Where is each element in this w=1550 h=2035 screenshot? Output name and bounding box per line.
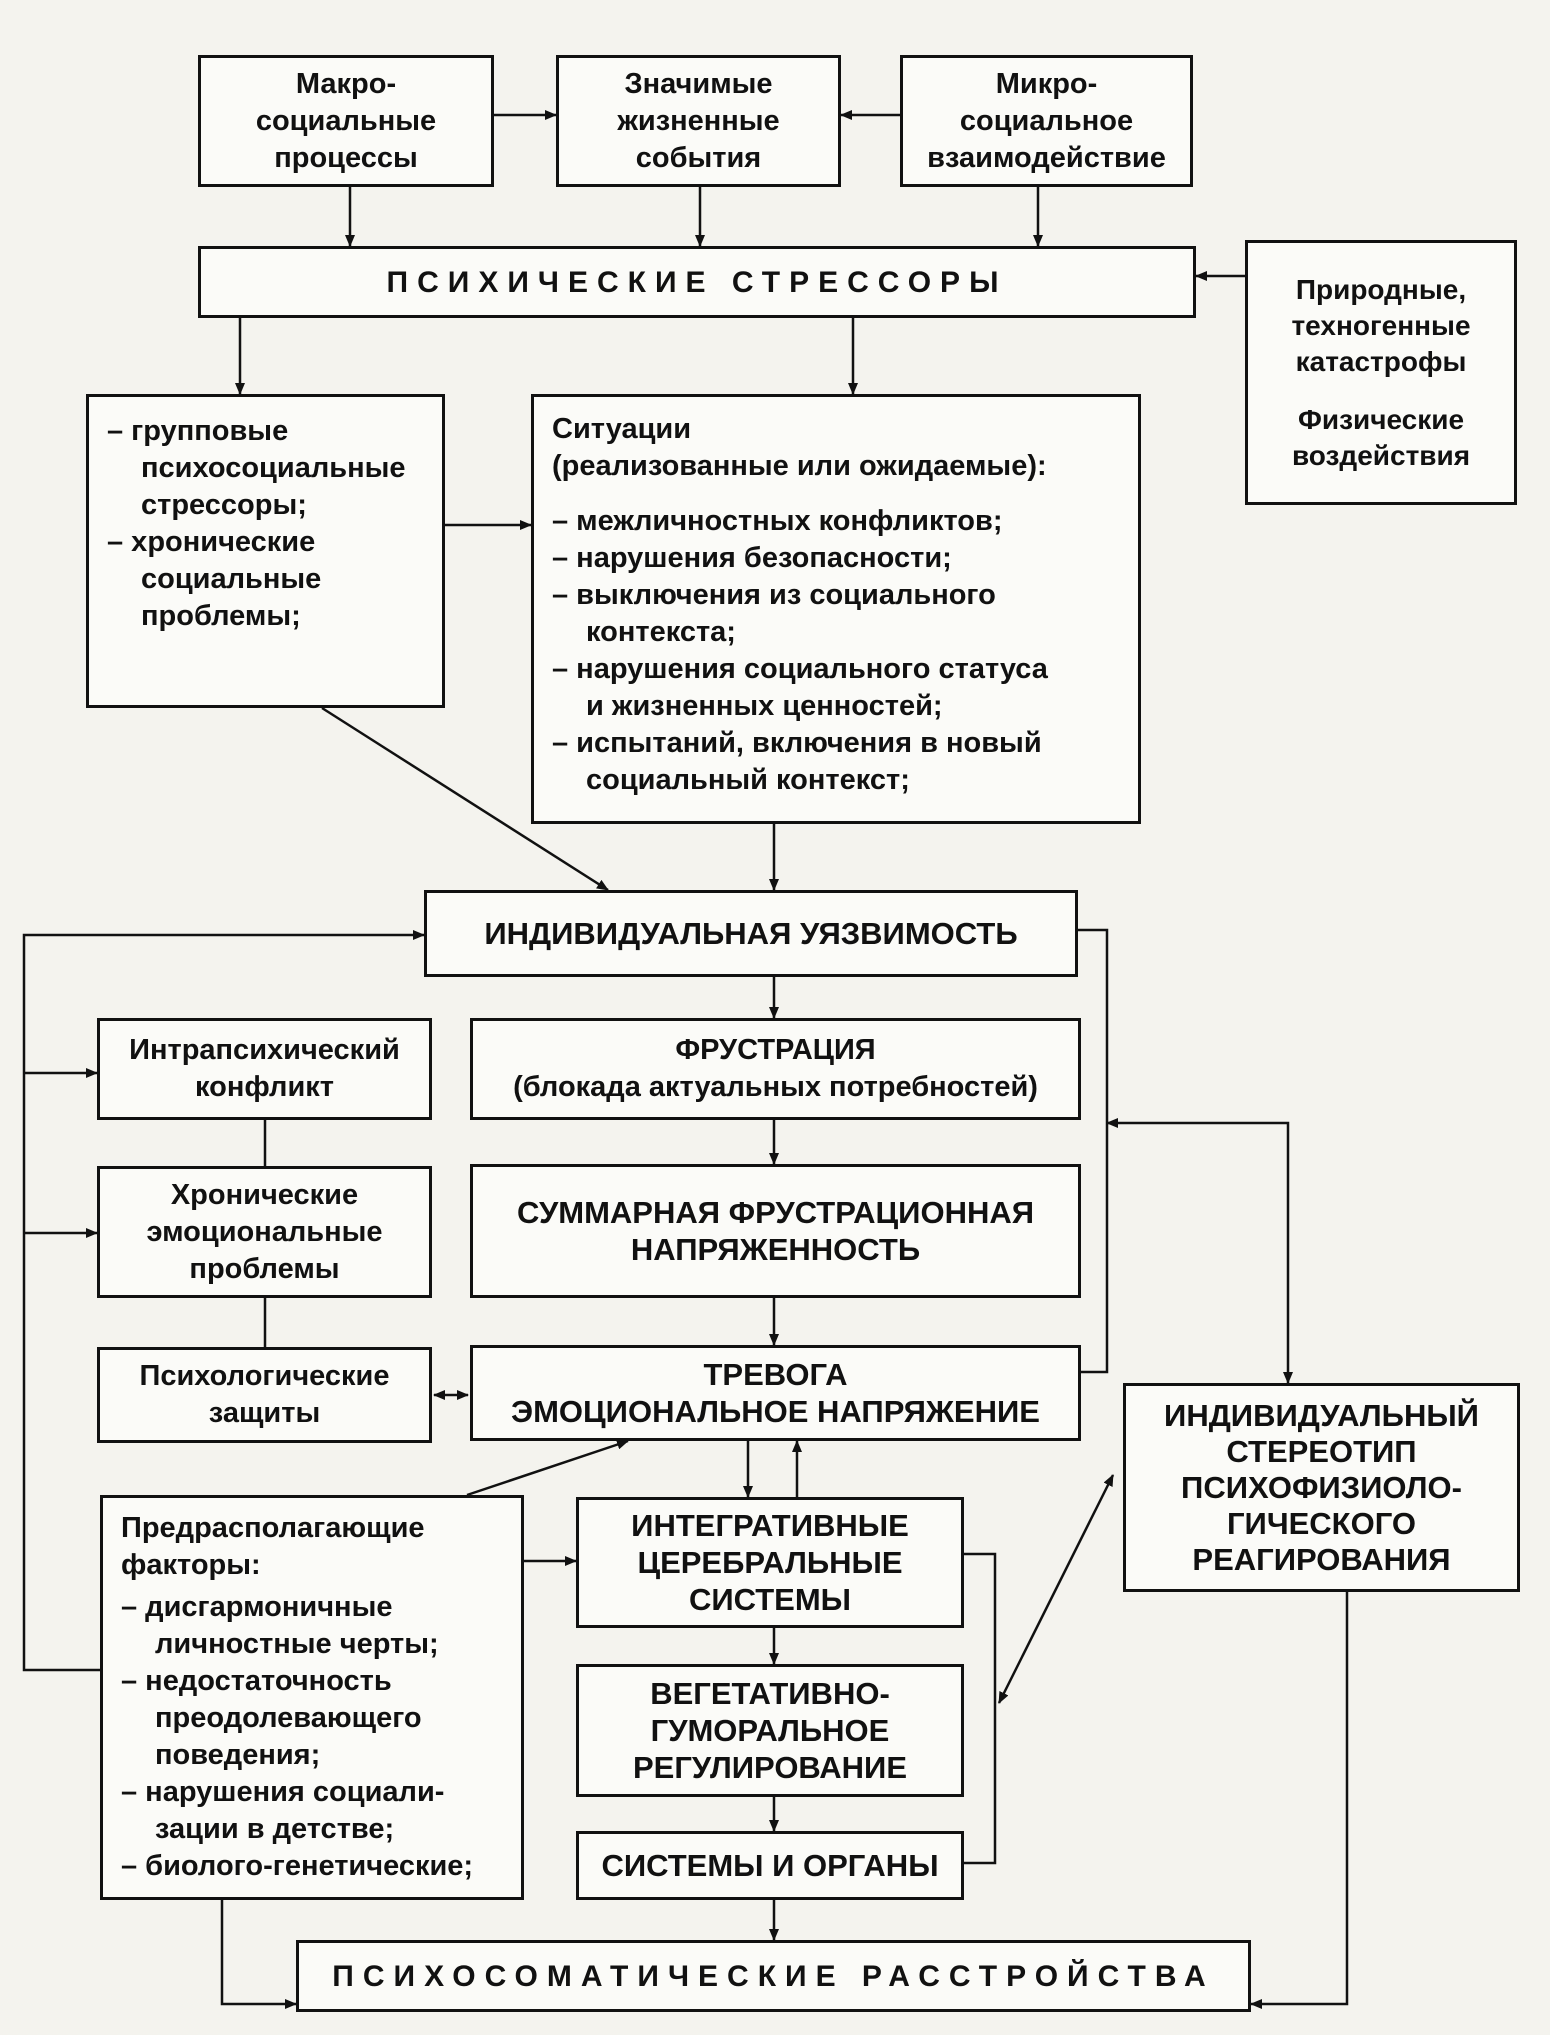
list-item: – нарушения безопасности; [552, 542, 952, 574]
group-stressors-box: – групповые психосоциальные стрессоры; –… [86, 394, 445, 708]
list-item: и жизненных ценностей; [586, 690, 943, 722]
natural-disasters-box: Природные, техногенные катастрофы Физиче… [1245, 240, 1517, 505]
box-line: техногенные [1291, 309, 1471, 341]
integrative-cerebral-systems-box: ИНТЕГРАТИВНЫЕ ЦЕРЕБРАЛЬНЫЕ СИСТЕМЫ [576, 1497, 964, 1628]
box-line: ГУМОРАЛЬНОЕ [650, 1713, 890, 1748]
box-line: ПСИХОФИЗИОЛО- [1181, 1469, 1462, 1505]
box-line: СУММАРНАЯ ФРУСТРАЦИОННАЯ [516, 1195, 1035, 1230]
box-line: ПСИХОСОМАТИЧЕСКИЕ РАССТРОЙСТВА [332, 1959, 1215, 1993]
box-line: ИНДИВИДУАЛЬНАЯ УЯЗВИМОСТЬ [484, 916, 1018, 951]
list-item: – межличностных конфликтов; [552, 505, 1003, 537]
psychological-defenses-box: Психологические защиты [97, 1347, 432, 1443]
box-line: ВЕГЕТАТИВНО- [650, 1676, 890, 1711]
predisposing-factors-box: Предрасполагающие факторы: – дисгармонич… [100, 1495, 524, 1900]
list-item: – биолого-генетические; [121, 1850, 474, 1882]
list-item: стрессоры; [141, 489, 307, 521]
box-line: Природные, [1295, 273, 1467, 305]
box-line: эмоциональные [146, 1215, 383, 1248]
psychic-stressors-box: ПСИХИЧЕСКИЕ СТРЕССОРЫ [198, 246, 1196, 318]
systems-and-organs-box: СИСТЕМЫ И ОРГАНЫ [576, 1831, 964, 1900]
box-line: защиты [208, 1397, 321, 1429]
box-line: РЕАГИРОВАНИЯ [1192, 1541, 1451, 1577]
situations-box: Ситуации (реализованные или ожидаемые): … [531, 394, 1141, 824]
situations-subtitle: (реализованные или ожидаемые): [552, 450, 1047, 482]
vegetative-humoral-regulation-box: ВЕГЕТАТИВНО- ГУМОРАЛЬНОЕ РЕГУЛИРОВАНИЕ [576, 1664, 964, 1797]
predisposing-title: факторы: [121, 1549, 261, 1581]
list-item: социальные [141, 563, 322, 595]
individual-vulnerability-box: ИНДИВИДУАЛЬНАЯ УЯЗВИМОСТЬ [424, 890, 1078, 977]
box-line: катастрофы [1295, 345, 1467, 377]
box-line: Физические [1297, 403, 1465, 435]
psychosomatic-disorders-box: ПСИХОСОМАТИЧЕСКИЕ РАССТРОЙСТВА [296, 1940, 1251, 2012]
box-line: события [635, 141, 762, 174]
list-item: – нарушения социали- [121, 1776, 445, 1808]
frustration-box: ФРУСТРАЦИЯ (блокада актуальных потребнос… [470, 1018, 1081, 1120]
box-line: взаимодействие [927, 141, 1166, 174]
list-item: преодолевающего [155, 1702, 422, 1734]
list-item: поведения; [155, 1739, 321, 1771]
box-line: социальные [255, 104, 437, 137]
box-line: ПСИХИЧЕСКИЕ СТРЕССОРЫ [386, 265, 1008, 299]
life-events-box: Значимые жизненные события [556, 55, 841, 187]
list-item: – выключения из социального [552, 579, 996, 611]
box-line: Микро- [995, 67, 1098, 100]
box-line: ИНТЕГРАТИВНЫЕ [631, 1508, 909, 1543]
box-line: ТРЕВОГА [703, 1357, 848, 1392]
list-item: контекста; [586, 616, 736, 648]
box-line: СИСТЕМЫ И ОРГАНЫ [601, 1848, 939, 1883]
box-line: жизненные [617, 104, 780, 137]
list-item: зации в детстве; [155, 1813, 395, 1845]
list-item: – дисгармоничные [121, 1591, 393, 1623]
box-line: Значимые [624, 67, 773, 100]
box-line: СИСТЕМЫ [688, 1582, 852, 1617]
box-line: Хронические [170, 1178, 359, 1211]
box-line: РЕГУЛИРОВАНИЕ [632, 1750, 908, 1785]
box-line: НАПРЯЖЕННОСТЬ [630, 1232, 921, 1267]
total-frustration-tension-box: СУММАРНАЯ ФРУСТРАЦИОННАЯ НАПРЯЖЕННОСТЬ [470, 1164, 1081, 1298]
box-line: (блокада актуальных потребностей) [513, 1071, 1038, 1103]
box-line: ГИЧЕСКОГО [1226, 1505, 1416, 1541]
box-line: СТЕРЕОТИП [1226, 1433, 1417, 1469]
macro-social-processes-box: Макро- социальные процессы [198, 55, 494, 187]
list-item: психосоциальные [141, 452, 406, 484]
list-item: личностные черты; [155, 1628, 439, 1660]
list-item: – нарушения социального статуса [552, 653, 1048, 685]
box-line: процессы [274, 141, 418, 174]
list-item: – групповые [107, 415, 289, 447]
chronic-emotional-problems-box: Хронические эмоциональные проблемы [97, 1166, 432, 1298]
list-item: – испытаний, включения в новый [552, 727, 1042, 759]
box-line: конфликт [195, 1071, 334, 1103]
box-line: воздействия [1291, 439, 1471, 471]
list-item: – хронические [107, 526, 316, 558]
box-line: социальное [959, 104, 1134, 137]
box-line: ЭМОЦИОНАЛЬНОЕ НАПРЯЖЕНИЕ [511, 1394, 1040, 1429]
box-line: ФРУСТРАЦИЯ [675, 1034, 876, 1066]
micro-social-interaction-box: Микро- социальное взаимодействие [900, 55, 1193, 187]
list-item: социальный контекст; [586, 764, 910, 796]
box-line: Психологические [139, 1360, 390, 1392]
intrapsychic-conflict-box: Интрапсихический конфликт [97, 1018, 432, 1120]
individual-stereotype-box: ИНДИВИДУАЛЬНЫЙ СТЕРЕОТИП ПСИХОФИЗИОЛО- Г… [1123, 1383, 1520, 1592]
box-line: ИНДИВИДУАЛЬНЫЙ [1164, 1397, 1479, 1433]
list-item: проблемы; [141, 600, 301, 632]
predisposing-title: Предрасполагающие [121, 1512, 425, 1544]
box-line: Макро- [295, 67, 397, 100]
box-line: проблемы [189, 1252, 340, 1285]
list-item: – недостаточность [121, 1665, 392, 1697]
box-line: Интрапсихический [129, 1034, 400, 1066]
situations-title: Ситуации [552, 413, 692, 445]
box-line: ЦЕРЕБРАЛЬНЫЕ [637, 1545, 903, 1580]
anxiety-emotional-tension-box: ТРЕВОГА ЭМОЦИОНАЛЬНОЕ НАПРЯЖЕНИЕ [470, 1345, 1081, 1441]
